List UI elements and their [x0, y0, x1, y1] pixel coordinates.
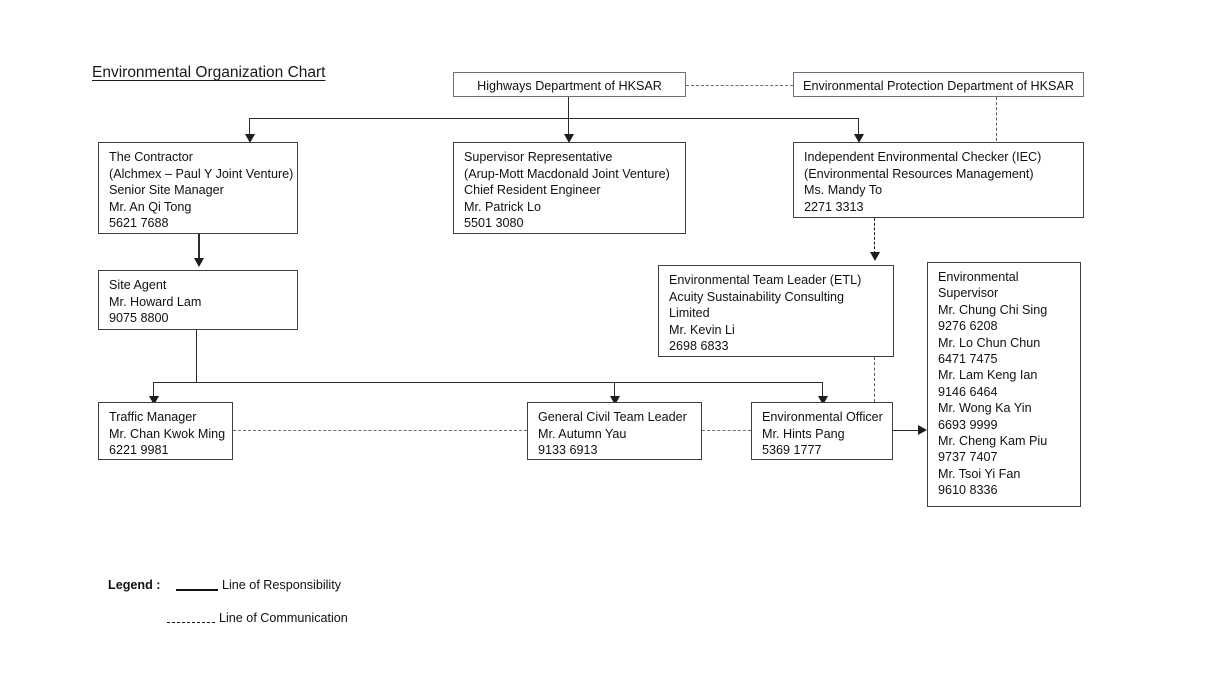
- node-environmental-supervisor-line-0: Environmental: [938, 270, 1019, 284]
- link-highways-to-contractor: [249, 118, 251, 139]
- node-environmental-protection-department[interactable]: Environmental Protection Department of H…: [793, 72, 1084, 97]
- link-site-agent-bus: [153, 382, 823, 384]
- node-general-civil-line-0: General Civil Team Leader: [538, 410, 687, 424]
- node-site-agent-line-1: Mr. Howard Lam: [109, 294, 202, 309]
- link-highways-to-iec: [858, 118, 860, 139]
- node-environmental-supervisor-line-6: Mr. Lam Keng Ian: [938, 368, 1038, 383]
- node-traffic-manager-line-2: 6221 9981: [109, 443, 169, 458]
- link-highways-stem: [568, 97, 570, 118]
- node-contractor-line-2: Senior Site Manager: [109, 183, 224, 198]
- link-environmental-officer-to-supervisor: [893, 430, 920, 432]
- node-independent-environmental-checker[interactable]: Independent Environmental Checker (IEC) …: [793, 142, 1084, 218]
- comm-line-epd-to-iec: [996, 97, 997, 141]
- comm-line-general-civil-to-environmental-officer: [702, 430, 751, 431]
- node-etl-line-0: Environmental Team Leader (ETL): [669, 273, 862, 287]
- arrowhead-to-environmental-supervisor: [918, 425, 927, 435]
- node-general-civil-line-2: 9133 6913: [538, 443, 598, 458]
- node-environmental-supervisor-line-5: 6471 7475: [938, 352, 998, 367]
- node-traffic-manager[interactable]: Traffic Manager Mr. Chan Kwok Ming 6221 …: [98, 402, 233, 460]
- arrowhead-to-site-agent: [194, 258, 204, 267]
- node-iec-line-2: Ms. Mandy To: [804, 183, 883, 198]
- arrowhead-to-etl: [870, 252, 880, 261]
- link-highways-to-supervisor-rep: [568, 118, 570, 139]
- node-environmental-supervisor-line-8: Mr. Wong Ka Yin: [938, 401, 1032, 416]
- node-etl-line-2: Limited: [669, 306, 710, 321]
- node-traffic-manager-line-1: Mr. Chan Kwok Ming: [109, 426, 226, 441]
- node-environmental-supervisor-line-11: 9737 7407: [938, 450, 998, 465]
- node-contractor-line-1: (Alchmex – Paul Y Joint Venture): [109, 166, 294, 181]
- node-etl-line-4: 2698 6833: [669, 339, 729, 354]
- node-environmental-supervisor-line-12: Mr. Tsoi Yi Fan: [938, 466, 1021, 481]
- node-highways-department[interactable]: Highways Department of HKSAR: [453, 72, 686, 97]
- comm-line-etl-to-environmental-officer: [874, 357, 875, 402]
- node-environmental-supervisor-line-1: Supervisor: [938, 286, 999, 301]
- comm-line-traffic-manager-to-general-civil: [233, 430, 527, 431]
- node-iec-line-0: Independent Environmental Checker (IEC): [804, 150, 1042, 164]
- link-highways-bus: [249, 118, 859, 120]
- node-environmental-officer[interactable]: Environmental Officer Mr. Hints Pang 536…: [751, 402, 893, 460]
- node-highways-department-line-0: Highways Department of HKSAR: [477, 79, 662, 93]
- node-supervisor-representative[interactable]: Supervisor Representative (Arup-Mott Mac…: [453, 142, 686, 234]
- comm-line-highways-to-epd: [686, 85, 793, 86]
- link-bus-to-general-civil: [614, 382, 616, 402]
- arrowhead-to-supervisor-rep: [564, 134, 574, 143]
- link-bus-to-traffic-manager: [153, 382, 155, 402]
- node-environmental-supervisor-line-7: 9146 6464: [938, 384, 998, 399]
- node-contractor-line-3: Mr. An Qi Tong: [109, 199, 192, 214]
- node-environmental-supervisor[interactable]: Environmental Supervisor Mr. Chung Chi S…: [927, 262, 1081, 507]
- link-site-agent-stem: [196, 330, 198, 382]
- node-iec-line-3: 2271 3313: [804, 199, 864, 214]
- arrowhead-to-traffic-manager: [149, 396, 159, 405]
- node-environmental-protection-department-line-0: Environmental Protection Department of H…: [803, 79, 1074, 93]
- node-environmental-supervisor-line-2: Mr. Chung Chi Sing: [938, 302, 1048, 317]
- arrowhead-to-general-civil: [610, 396, 620, 405]
- node-environmental-supervisor-line-9: 6693 9999: [938, 417, 998, 432]
- legend-solid-line: [176, 589, 218, 591]
- node-environmental-supervisor-line-3: 9276 6208: [938, 319, 998, 334]
- node-supervisor-representative-line-4: 5501 3080: [464, 216, 524, 231]
- node-supervisor-representative-line-2: Chief Resident Engineer: [464, 183, 601, 198]
- node-traffic-manager-line-0: Traffic Manager: [109, 410, 197, 424]
- node-iec-line-1: (Environmental Resources Management): [804, 166, 1034, 181]
- node-etl-line-1: Acuity Sustainability Consulting: [669, 289, 845, 304]
- arrowhead-to-iec: [854, 134, 864, 143]
- node-supervisor-representative-line-0: Supervisor Representative: [464, 150, 613, 164]
- arrowhead-to-environmental-officer: [818, 396, 828, 405]
- link-contractor-to-site-agent: [198, 234, 200, 263]
- node-environmental-team-leader[interactable]: Environmental Team Leader (ETL) Acuity S…: [658, 265, 894, 357]
- node-environmental-supervisor-line-4: Mr. Lo Chun Chun: [938, 335, 1041, 350]
- node-environmental-supervisor-line-13: 9610 8336: [938, 483, 998, 498]
- link-iec-to-etl: [874, 218, 875, 254]
- link-bus-to-environmental-officer: [822, 382, 824, 402]
- legend-responsibility-text: Line of Responsibility: [222, 578, 342, 592]
- node-site-agent[interactable]: Site Agent Mr. Howard Lam 9075 8800: [98, 270, 298, 330]
- legend-dashed-line: [167, 622, 215, 623]
- legend-communication-text: Line of Communication: [219, 611, 348, 625]
- node-etl-line-3: Mr. Kevin Li: [669, 322, 735, 337]
- node-contractor[interactable]: The Contractor (Alchmex – Paul Y Joint V…: [98, 142, 298, 234]
- node-environmental-officer-line-0: Environmental Officer: [762, 410, 883, 424]
- node-general-civil-line-1: Mr. Autumn Yau: [538, 426, 627, 441]
- node-environmental-officer-line-2: 5369 1777: [762, 443, 822, 458]
- node-general-civil-team-leader[interactable]: General Civil Team Leader Mr. Autumn Yau…: [527, 402, 702, 460]
- node-environmental-officer-line-1: Mr. Hints Pang: [762, 426, 845, 441]
- node-site-agent-line-0: Site Agent: [109, 278, 167, 292]
- node-contractor-line-4: 5621 7688: [109, 216, 169, 231]
- node-site-agent-line-2: 9075 8800: [109, 311, 169, 326]
- page-title: Environmental Organization Chart: [92, 64, 326, 81]
- legend-label: Legend :: [108, 578, 161, 592]
- node-contractor-line-0: The Contractor: [109, 150, 193, 164]
- node-supervisor-representative-line-3: Mr. Patrick Lo: [464, 199, 541, 214]
- arrowhead-to-contractor: [245, 134, 255, 143]
- node-supervisor-representative-line-1: (Arup-Mott Macdonald Joint Venture): [464, 166, 670, 181]
- node-environmental-supervisor-line-10: Mr. Cheng Kam Piu: [938, 434, 1048, 449]
